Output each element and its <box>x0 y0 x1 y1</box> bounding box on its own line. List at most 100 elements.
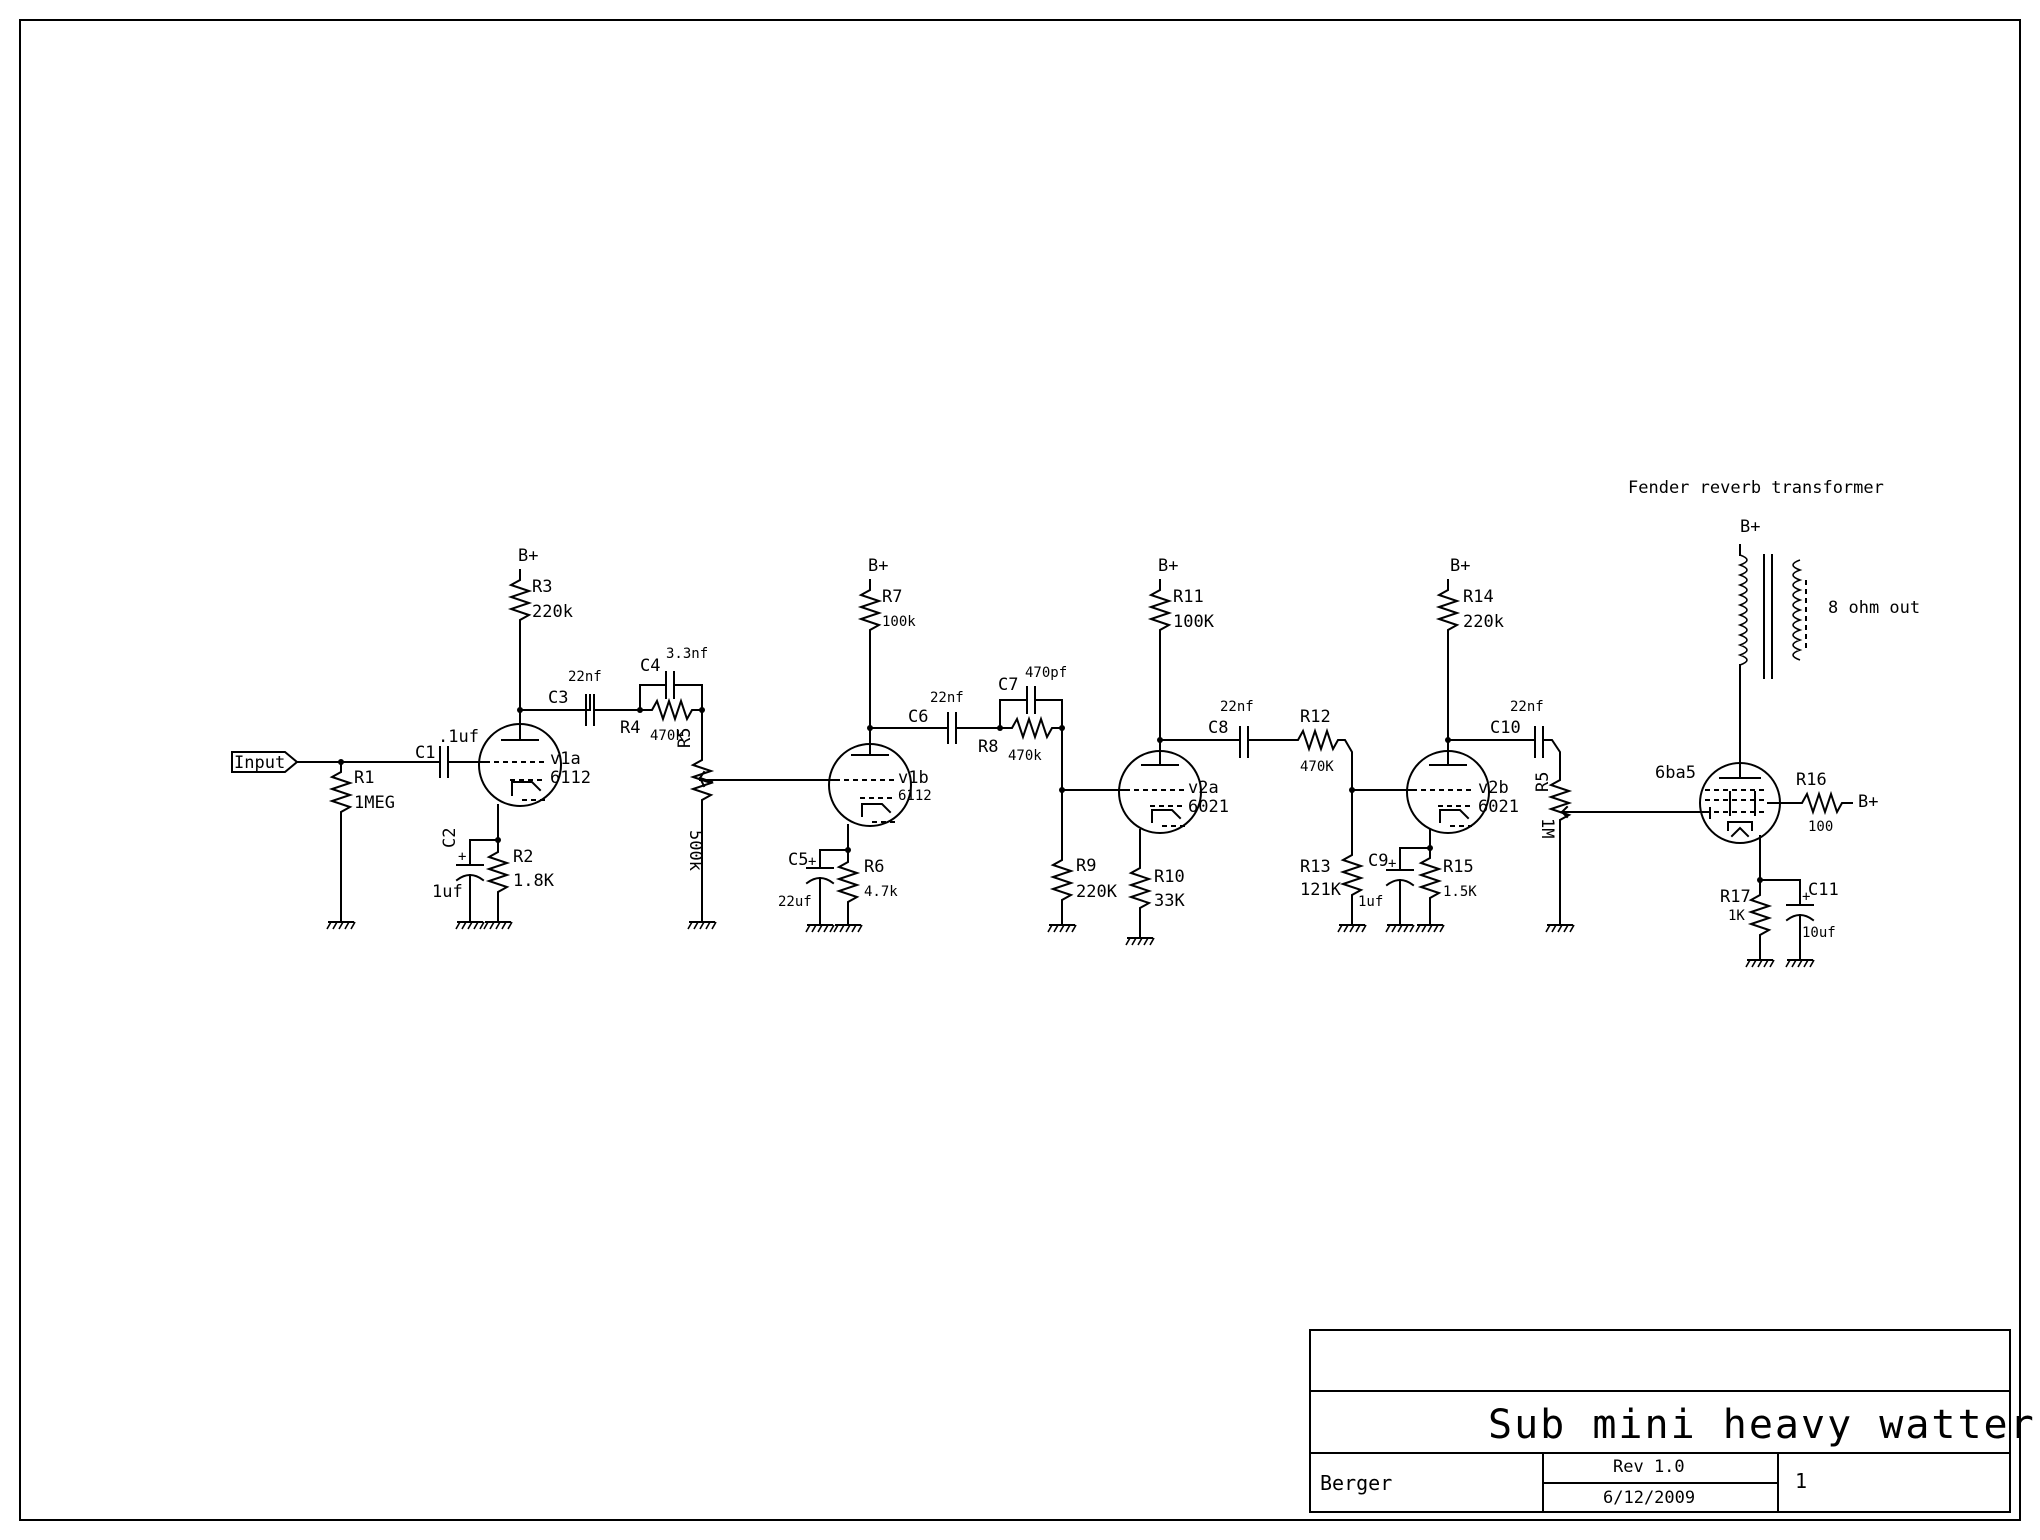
svg-text:R15: R15 <box>1443 857 1474 877</box>
svg-text:.1uf: .1uf <box>438 727 479 747</box>
svg-text:22nf: 22nf <box>930 690 964 706</box>
resistor-r4: R4 470k <box>620 697 703 744</box>
tube-6ba5: 6ba5 <box>1655 762 1781 844</box>
svg-text:1MEG: 1MEG <box>354 793 395 813</box>
capacitor-c8: C8 22nf <box>1208 699 1254 758</box>
resistor-r15: R15 1.5K <box>1417 847 1477 926</box>
svg-text:R4: R4 <box>620 718 640 738</box>
svg-text:v2a: v2a <box>1188 778 1219 798</box>
resistor-r11: B+ R11 100K <box>1147 556 1215 741</box>
svg-text:1uf: 1uf <box>1358 894 1383 910</box>
svg-text:R7: R7 <box>882 587 902 607</box>
tube-v1a: v1a 6112 <box>478 723 591 807</box>
sheet-border <box>19 19 2021 1521</box>
svg-text:22uf: 22uf <box>778 894 812 910</box>
svg-text:R5: R5 <box>1533 772 1553 792</box>
svg-text:C9: C9 <box>1368 851 1388 871</box>
resistor-r13: R13 121K <box>1300 789 1365 926</box>
svg-text:B+: B+ <box>1450 556 1470 576</box>
input-label: Input <box>234 753 285 773</box>
svg-text:R2: R2 <box>513 847 533 867</box>
sheet-number: 1 <box>1795 1469 1807 1493</box>
svg-text:R17: R17 <box>1720 887 1751 907</box>
svg-text:+: + <box>458 849 466 865</box>
svg-text:6021: 6021 <box>1188 797 1229 817</box>
svg-text:4.7k: 4.7k <box>864 884 898 900</box>
capacitor-c1: C1 .1uf <box>415 727 479 778</box>
capacitor-c2: + C2 1uf <box>432 828 485 923</box>
resistor-r1: R1 1MEG <box>328 761 395 923</box>
svg-text:C6: C6 <box>908 707 928 727</box>
capacitor-c5: + C5 22uf <box>778 849 835 926</box>
capacitor-c7: C7 470pf <box>998 665 1067 729</box>
resistor-r2: R2 1.8K <box>485 839 555 923</box>
capacitor-c9: + C9 1uf <box>1358 847 1415 926</box>
resistor-r8: R8 470k <box>978 715 1063 764</box>
output-transformer: B+ 8 ohm out <box>1737 517 1920 679</box>
svg-text:100: 100 <box>1808 819 1833 835</box>
drawing-date: 6/12/2009 <box>1603 1488 1695 1508</box>
svg-text:6112: 6112 <box>550 768 591 788</box>
drawing-revision: Rev 1.0 <box>1613 1457 1685 1477</box>
svg-text:C4: C4 <box>640 656 660 676</box>
svg-text:v1a: v1a <box>550 749 581 769</box>
svg-text:470k: 470k <box>650 728 684 744</box>
svg-text:1M: 1M <box>1537 818 1557 838</box>
svg-text:100k: 100k <box>882 614 916 630</box>
svg-text:R10: R10 <box>1154 867 1185 887</box>
input-connector: Input <box>231 751 299 773</box>
svg-text:R16: R16 <box>1796 770 1827 790</box>
svg-text:22nf: 22nf <box>1510 699 1544 715</box>
potentiometer-r5-1m: R5 1M <box>1533 769 1573 926</box>
svg-text:1K: 1K <box>1728 908 1745 924</box>
ground-symbol <box>326 921 356 930</box>
svg-text:1.8K: 1.8K <box>513 871 555 891</box>
svg-text:B+: B+ <box>1858 792 1878 812</box>
svg-text:220K: 220K <box>1076 882 1118 902</box>
output-note: 8 ohm out <box>1828 598 1920 618</box>
svg-text:1.5K: 1.5K <box>1443 884 1477 900</box>
svg-text:6ba5: 6ba5 <box>1655 763 1696 783</box>
svg-text:+: + <box>1388 856 1396 872</box>
svg-text:500k: 500k <box>685 830 705 871</box>
svg-text:B+: B+ <box>1740 517 1760 537</box>
potentiometer-r5-500k: R5 500k <box>675 709 715 923</box>
svg-text:R6: R6 <box>864 857 884 877</box>
capacitor-c3: C3 22nf <box>548 669 602 726</box>
svg-text:C3: C3 <box>548 688 568 708</box>
transformer-note: Fender reverb transformer <box>1628 478 1884 498</box>
svg-text:R11: R11 <box>1173 587 1204 607</box>
title-block: Sub mini heavy watter Berger Rev 1.0 6/1… <box>1309 1329 2036 1513</box>
svg-text:100K: 100K <box>1173 612 1215 632</box>
svg-text:22nf: 22nf <box>568 669 602 685</box>
tube-v1b: v1b 6112 <box>828 743 932 827</box>
svg-text:470k: 470k <box>1008 748 1042 764</box>
svg-text:22nf: 22nf <box>1220 699 1254 715</box>
capacitor-c10: C10 22nf <box>1490 699 1544 758</box>
svg-text:C1: C1 <box>415 743 435 763</box>
drawing-title: Sub mini heavy watter <box>1488 1402 2036 1448</box>
capacitor-c4: C4 3.3nf <box>639 646 708 711</box>
svg-text:3.3nf: 3.3nf <box>666 646 708 662</box>
svg-text:R14: R14 <box>1463 587 1494 607</box>
svg-text:R1: R1 <box>354 768 374 788</box>
svg-text:220k: 220k <box>1463 612 1504 632</box>
resistor-r7: B+ R7 100k <box>857 556 916 729</box>
svg-text:C10: C10 <box>1490 718 1521 738</box>
capacitor-c6: C6 22nf <box>908 690 964 744</box>
svg-text:C11: C11 <box>1808 880 1839 900</box>
tube-v2a: v2a 6021 <box>1118 750 1229 834</box>
svg-text:121K: 121K <box>1300 880 1342 900</box>
svg-text:B+: B+ <box>1158 556 1178 576</box>
tube-v2b: v2b 6021 <box>1406 750 1519 834</box>
svg-text:C2: C2 <box>440 828 460 848</box>
resistor-r3: B+ R3 220k <box>507 546 573 711</box>
capacitor-c11: + C11 10uf <box>1785 879 1839 961</box>
svg-text:R5: R5 <box>675 728 695 748</box>
svg-text:R8: R8 <box>978 737 998 757</box>
resistor-r10: R10 33K <box>1127 829 1185 939</box>
svg-text:C7: C7 <box>998 675 1018 695</box>
svg-text:R13: R13 <box>1300 857 1331 877</box>
resistor-r14: B+ R14 220k <box>1435 556 1504 741</box>
